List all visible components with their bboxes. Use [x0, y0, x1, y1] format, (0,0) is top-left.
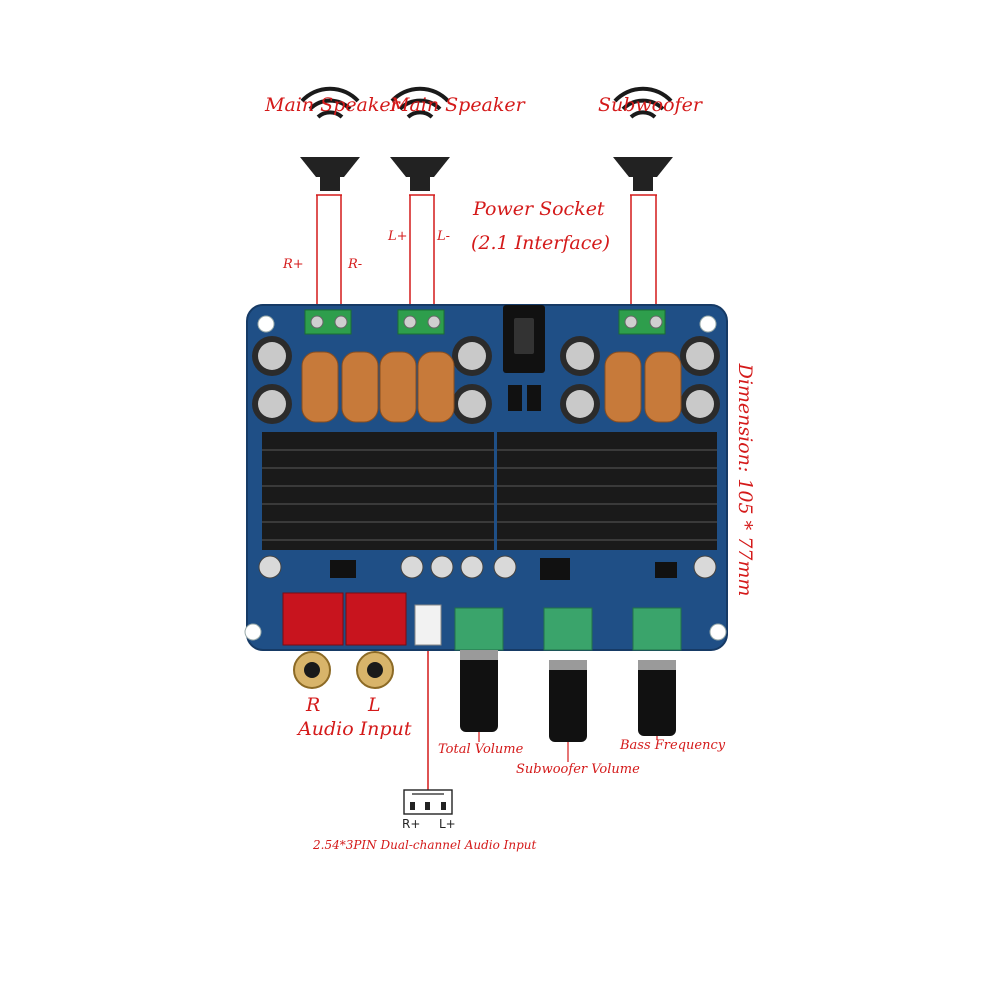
label-terminal-l-minus: L- — [437, 229, 451, 244]
knob-leader-lines — [478, 732, 658, 762]
speaker-icon — [300, 86, 360, 191]
label-dimension: Dimension: 105 * 77mm — [734, 363, 756, 597]
label-terminal-l-plus: L+ — [388, 229, 408, 244]
terminal-leader-lines — [316, 194, 657, 790]
label-subwoofer: Subwoofer — [598, 94, 702, 116]
label-rca-l: L — [368, 694, 381, 716]
label-pin-r-plus: R+ — [402, 817, 421, 831]
label-terminal-r-plus: R+ — [283, 257, 304, 272]
heatsinks — [262, 432, 717, 550]
pin-header — [414, 604, 442, 646]
label-subwoofer-volume: Subwoofer Volume — [516, 762, 640, 777]
label-main-speaker-right: Main Speaker — [265, 94, 400, 116]
rca-jacks — [282, 592, 407, 689]
inductors — [301, 351, 682, 423]
speaker-terminal-blocks — [304, 309, 666, 335]
label-terminal-r-minus: R- — [348, 257, 363, 272]
label-total-volume: Total Volume — [438, 742, 524, 757]
small-capacitors — [258, 555, 717, 580]
power-socket — [503, 305, 545, 411]
label-power-socket: Power Socket — [473, 198, 605, 220]
potentiometers — [454, 607, 682, 742]
label-rca-r: R — [306, 694, 321, 716]
label-pin-l-plus: L+ — [439, 817, 456, 831]
label-power-socket-interface: (2.1 Interface) — [471, 232, 611, 254]
pin-header-symbol — [403, 789, 453, 815]
speaker-icon — [390, 86, 450, 191]
capacitors — [252, 336, 720, 424]
speaker-icon — [613, 86, 673, 191]
label-main-speaker-left: Main Speaker — [390, 94, 525, 116]
label-audio-input: Audio Input — [298, 718, 412, 740]
label-pin-header-title: 2.54*3PIN Dual-channel Audio Input — [313, 838, 537, 852]
label-bass-frequency: Bass Frequency — [620, 738, 726, 753]
